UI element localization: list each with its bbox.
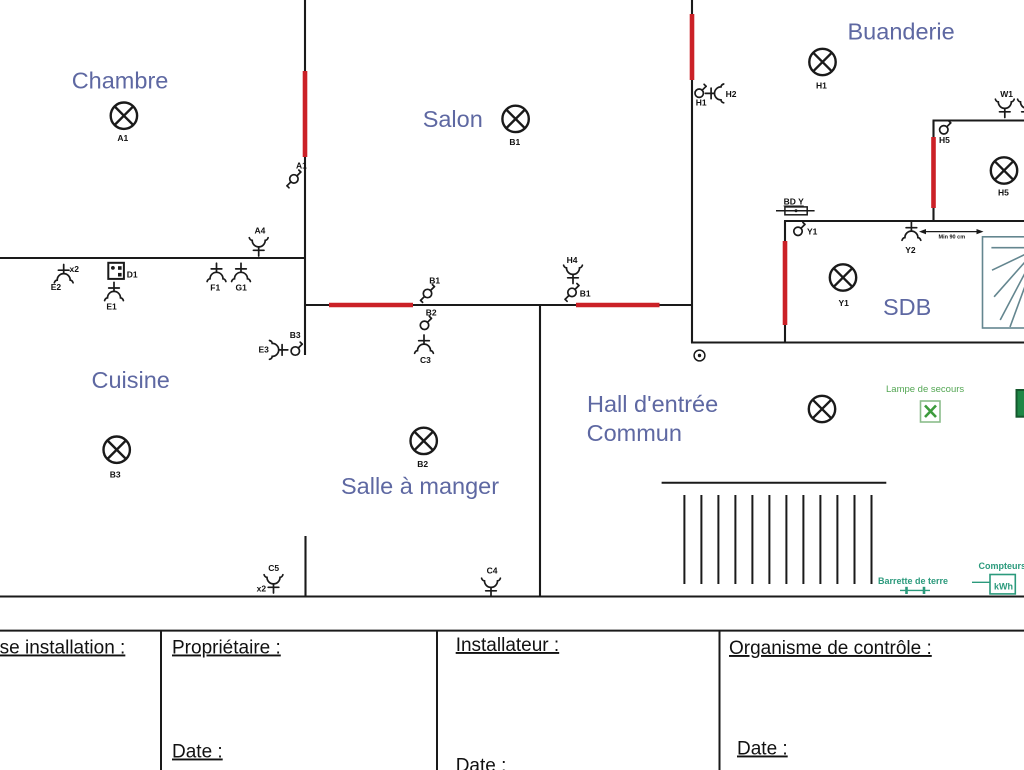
- svg-text:Date :: Date :: [172, 742, 223, 763]
- svg-text:B1: B1: [580, 289, 591, 299]
- svg-text:Installateur :: Installateur :: [456, 635, 560, 656]
- svg-text:x2: x2: [257, 584, 267, 594]
- svg-text:C5: C5: [268, 563, 279, 573]
- svg-text:Adresse installation :: Adresse installation :: [0, 638, 125, 659]
- svg-text:H1: H1: [696, 98, 707, 108]
- svg-text:Compteurs: Compteurs: [979, 561, 1024, 571]
- svg-text:Min 90 cm: Min 90 cm: [939, 235, 966, 241]
- svg-text:F1: F1: [210, 283, 220, 293]
- svg-text:Date :: Date :: [456, 756, 507, 770]
- svg-text:B2: B2: [417, 459, 428, 469]
- svg-text:Date :: Date :: [737, 739, 788, 760]
- svg-text:W1: W1: [1000, 89, 1013, 99]
- svg-text:BD Y: BD Y: [784, 197, 804, 207]
- svg-text:x2: x2: [70, 264, 80, 274]
- svg-text:B1: B1: [509, 137, 520, 147]
- svg-text:E1: E1: [106, 302, 117, 312]
- svg-text:B3: B3: [110, 470, 121, 480]
- svg-text:Chambre: Chambre: [72, 68, 169, 94]
- svg-text:Hall d'entrée: Hall d'entrée: [587, 391, 718, 417]
- svg-text:H5: H5: [939, 135, 950, 145]
- svg-text:D1: D1: [127, 270, 138, 280]
- svg-text:A1: A1: [296, 161, 307, 171]
- svg-text:A4: A4: [255, 226, 266, 236]
- svg-text:Propriétaire :: Propriétaire :: [172, 638, 281, 659]
- svg-text:E3: E3: [259, 345, 270, 355]
- svg-text:C4: C4: [487, 566, 498, 576]
- svg-text:Cuisine: Cuisine: [92, 367, 170, 393]
- svg-text:Y1: Y1: [839, 298, 850, 308]
- svg-text:Organisme de contrôle :: Organisme de contrôle :: [729, 638, 932, 659]
- svg-text:H4: H4: [567, 255, 578, 265]
- svg-text:SDB: SDB: [883, 294, 931, 320]
- svg-text:B3: B3: [290, 330, 301, 340]
- svg-text:Commun: Commun: [587, 420, 682, 446]
- svg-text:Y2: Y2: [905, 245, 916, 255]
- svg-text:G1: G1: [236, 283, 248, 293]
- svg-text:Barrette de terre: Barrette de terre: [878, 576, 948, 586]
- svg-text:H2: H2: [726, 89, 737, 99]
- svg-text:kWh: kWh: [994, 582, 1013, 592]
- svg-text:H1: H1: [816, 81, 827, 91]
- svg-text:Y1: Y1: [807, 227, 818, 237]
- svg-text:Buanderie: Buanderie: [848, 18, 955, 44]
- svg-text:H5: H5: [998, 187, 1009, 197]
- svg-text:C3: C3: [420, 355, 431, 365]
- svg-text:E2: E2: [51, 282, 62, 292]
- svg-text:Lampe de secours: Lampe de secours: [886, 384, 964, 395]
- svg-text:Salle à manger: Salle à manger: [341, 473, 499, 499]
- svg-text:Salon: Salon: [423, 106, 483, 132]
- svg-text:B2: B2: [426, 308, 437, 318]
- svg-text:A1: A1: [117, 133, 128, 143]
- svg-text:B1: B1: [429, 276, 440, 286]
